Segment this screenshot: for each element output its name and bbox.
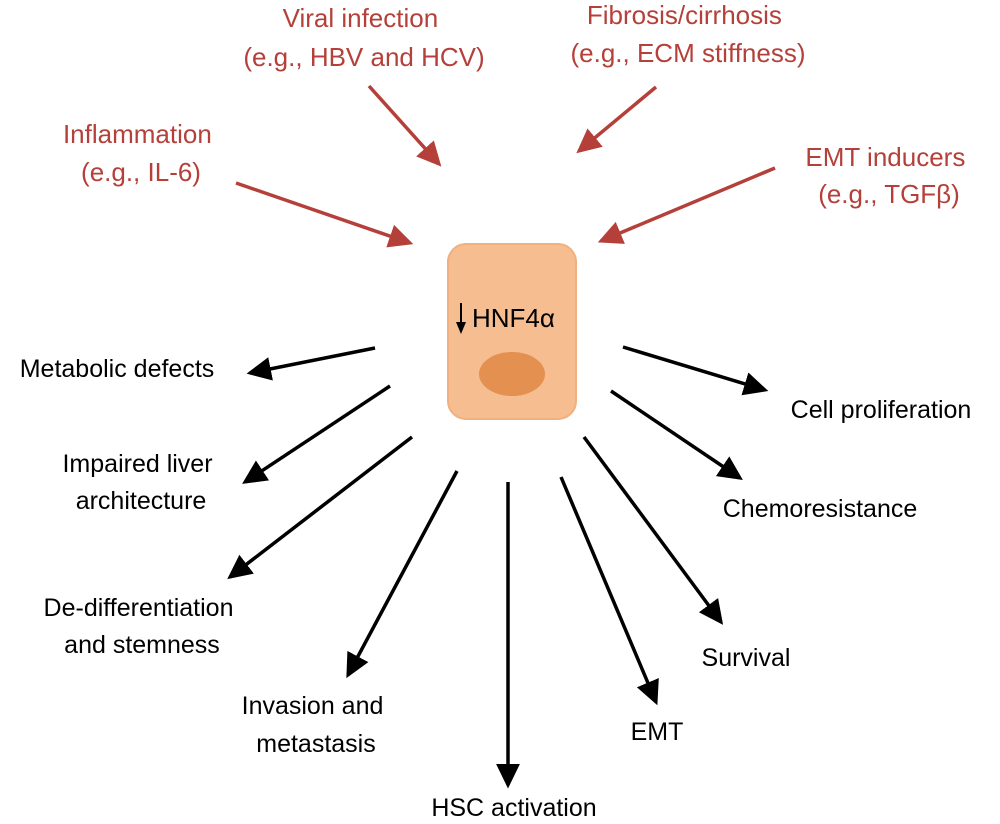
effect-label: Survival (702, 644, 791, 672)
effect-hsc-activation: HSC activation (431, 482, 597, 822)
inducer-label: EMT inducers (e.g., TGFβ) (805, 142, 972, 209)
effect-cell-proliferation: Cell proliferation (622, 345, 972, 424)
inducer-inflammation: Inflammation (e.g., IL-6) (63, 119, 414, 248)
inducer-arrow (235, 181, 414, 248)
inducer-arrow (597, 166, 776, 244)
effect-label: Impaired liver architecture (62, 450, 219, 515)
effect-arrow (559, 476, 659, 706)
inducer-label: Fibrosis/cirrhosis (e.g., ECM stiffness) (570, 0, 805, 68)
inducer-viral-infection: Viral infection (e.g., HBV and HCV) (243, 3, 485, 167)
inducer-arrow (367, 84, 442, 167)
effect-emt: EMT (559, 476, 684, 746)
effect-label: EMT (631, 718, 684, 746)
inducers: Inflammation (e.g., IL-6) Viral infectio… (63, 0, 972, 248)
effect-arrow (242, 384, 391, 484)
effect-arrow (246, 346, 376, 381)
inducer-fibrosis: Fibrosis/cirrhosis (e.g., ECM stiffness) (570, 0, 806, 154)
effect-arrow (227, 435, 414, 580)
effect-metabolic-defects: Metabolic defects (20, 346, 376, 383)
inducer-label: Viral infection (e.g., HBV and HCV) (243, 3, 484, 72)
inducer-label: Inflammation (e.g., IL-6) (63, 119, 219, 187)
effects: Metabolic defects Impaired liver archite… (20, 345, 972, 822)
effect-impaired-liver-architecture: Impaired liver architecture (62, 384, 391, 515)
effect-label: Invasion and metastasis (242, 692, 391, 758)
down-arrow-icon (456, 303, 466, 334)
effect-label: Chemoresistance (723, 495, 918, 523)
effect-survival: Survival (582, 435, 791, 672)
effect-arrow (582, 435, 724, 625)
effect-label: Metabolic defects (20, 355, 215, 383)
effect-label: HSC activation (431, 794, 596, 822)
effect-label: De-differentiation and stemness (44, 594, 241, 659)
effect-label: Cell proliferation (791, 396, 972, 424)
effect-chemoresistance: Chemoresistance (610, 389, 918, 523)
effect-arrow (622, 345, 769, 396)
inducer-arrow (576, 85, 658, 154)
effect-invasion-metastasis: Invasion and metastasis (242, 470, 459, 758)
inducer-emt-inducers: EMT inducers (e.g., TGFβ) (597, 142, 972, 244)
nucleus (479, 352, 545, 396)
hnf4a-label: HNF4α (472, 303, 555, 333)
effect-de-differentiation: De-differentiation and stemness (44, 435, 414, 659)
effect-arrow (610, 389, 743, 480)
hepatocyte-cell: HNF4α (447, 243, 577, 420)
effect-arrow (346, 470, 459, 679)
